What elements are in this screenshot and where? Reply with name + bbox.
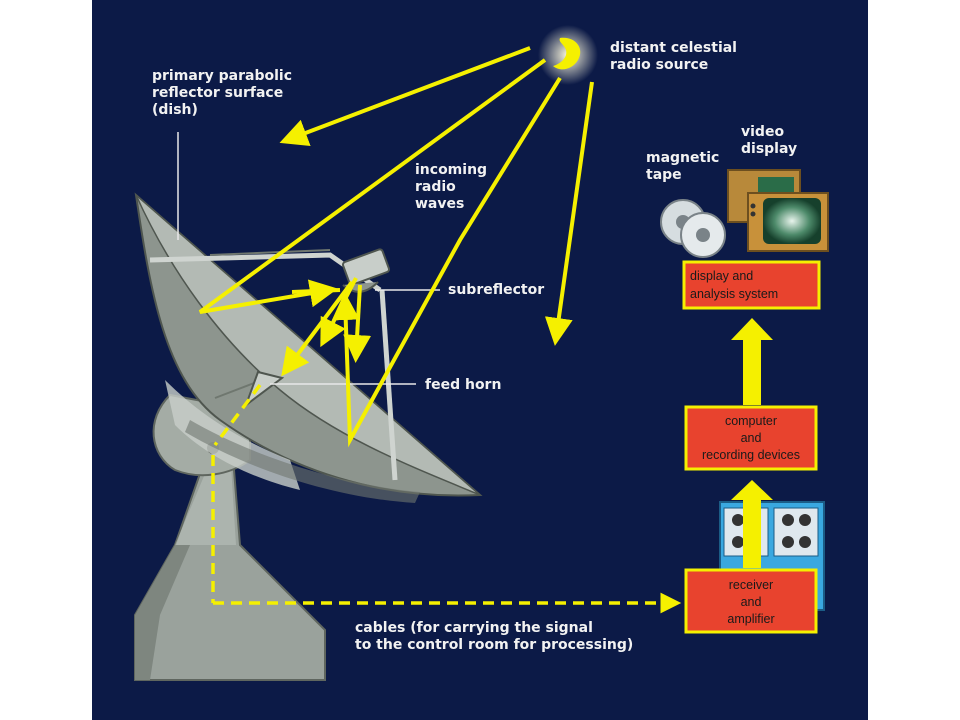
subreflector-label: subreflector [448,282,544,298]
telescope-pedestal [134,444,326,681]
magnetic-tape-icon [660,199,726,258]
leader-lines [177,132,440,385]
computer-recording-box: computer and recording devices [684,405,818,471]
display-box-line-2: analysis system [690,287,778,301]
receiver-box-line-1: receiver [729,578,773,592]
magnetic-tape-label: magnetic tape [646,150,724,183]
video-display-icon [727,169,829,252]
display-analysis-box: display and analysis system [682,260,821,310]
feed-horn [243,370,285,408]
signal-cable [211,383,682,614]
dish-label: primary parabolic reflector surface (dis… [152,68,297,118]
computer-box-line-2: and [741,431,762,445]
video-display-label: video display [741,124,797,157]
display-box-line-1: display and [690,269,753,283]
computer-box-line-1: computer [725,414,777,428]
computer-box-line-3: recording devices [702,448,800,462]
source-label: distant celestial radio source [610,40,742,73]
dish-reflector [134,192,483,503]
radio-wave-rays [198,46,594,448]
cables-label: cables (for carrying the signal to the c… [355,620,633,653]
flow-arrows [731,318,773,568]
receiver-amplifier-box: receiver and amplifier [684,568,818,634]
waves-label: incoming radio waves [415,162,492,212]
arrow-computer-to-display [731,318,773,405]
receiver-box-line-2: and [741,595,762,609]
receiver-box-line-3: amplifier [727,612,774,626]
arrow-receiver-to-computer [731,480,773,568]
radio-source-icon [538,25,598,85]
feed-horn-label: feed horn [425,377,501,393]
